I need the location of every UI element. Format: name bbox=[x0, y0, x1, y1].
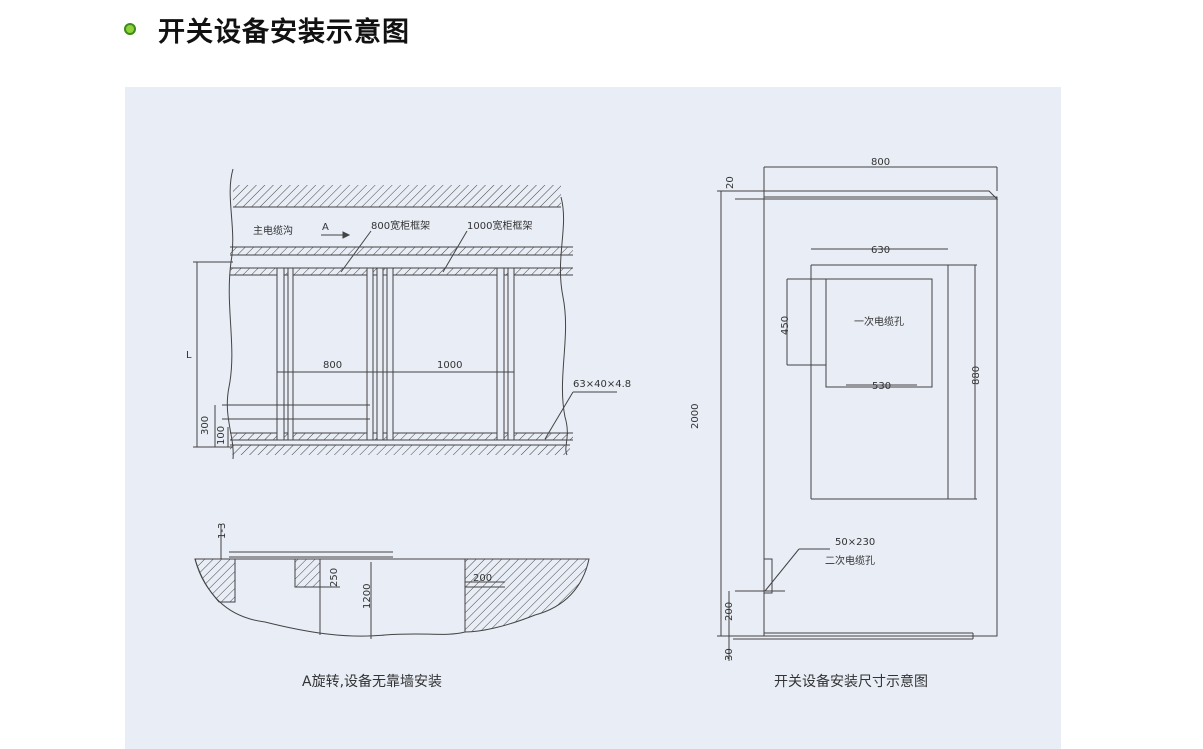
direction-a-label: A bbox=[322, 222, 329, 233]
elev-dim-450: 450 bbox=[780, 316, 791, 335]
diagram-panel: 主电缆沟 A 800宽柜框架 1000宽柜框架 800 1000 L 300 1… bbox=[125, 87, 1061, 749]
primary-hole-label: 一次电缆孔 bbox=[854, 315, 904, 328]
elev-dim-530: 530 bbox=[872, 381, 891, 392]
section-dim-1-3: 1-3 bbox=[217, 523, 228, 539]
plan-width-800: 800 bbox=[323, 360, 342, 371]
plan-dim-300: 300 bbox=[200, 416, 211, 435]
left-caption: A旋转,设备无靠墙安装 bbox=[302, 674, 443, 690]
section-dim-250: 250 bbox=[329, 568, 340, 587]
bottom-wall-hatch bbox=[230, 445, 570, 455]
plan-dim-l: L bbox=[186, 350, 192, 361]
section-dim-1200: 1200 bbox=[362, 584, 373, 609]
elev-dim-880: 880 bbox=[971, 366, 982, 385]
frame-800-label: 800宽柜框架 bbox=[371, 219, 430, 232]
plan-width-1000: 1000 bbox=[437, 360, 462, 371]
left-break-line bbox=[226, 168, 234, 460]
plan-view bbox=[193, 168, 617, 460]
elev-dim-200: 200 bbox=[724, 602, 735, 621]
secondary-hole-size: 50×230 bbox=[835, 537, 875, 548]
right-caption: 开关设备安装尺寸示意图 bbox=[774, 674, 928, 690]
plan-dim-100: 100 bbox=[216, 426, 227, 445]
top-wall-hatch bbox=[233, 185, 561, 207]
section-dim-200: 200 bbox=[473, 573, 492, 584]
secondary-hole-label: 二次电缆孔 bbox=[825, 554, 875, 567]
page-title: 开关设备安装示意图 bbox=[158, 16, 410, 48]
right-break-line bbox=[559, 196, 568, 456]
page-header: 开关设备安装示意图 bbox=[124, 12, 410, 48]
elev-dim-30: 30 bbox=[724, 648, 735, 661]
main-trench-label: 主电缆沟 bbox=[253, 224, 293, 237]
elevation-view bbox=[717, 166, 999, 661]
elev-dim-20: 20 bbox=[725, 176, 736, 189]
elev-dim-800: 800 bbox=[871, 157, 890, 168]
elev-dim-630: 630 bbox=[871, 245, 890, 256]
installation-diagram: 主电缆沟 A 800宽柜框架 1000宽柜框架 800 1000 L 300 1… bbox=[186, 157, 999, 661]
section-view bbox=[194, 524, 590, 639]
angle-steel-label: 63×40×4.8 bbox=[573, 379, 631, 390]
elev-dim-2000: 2000 bbox=[690, 404, 701, 429]
frame-1000-label: 1000宽柜框架 bbox=[467, 219, 532, 232]
bullet-icon bbox=[124, 23, 136, 35]
